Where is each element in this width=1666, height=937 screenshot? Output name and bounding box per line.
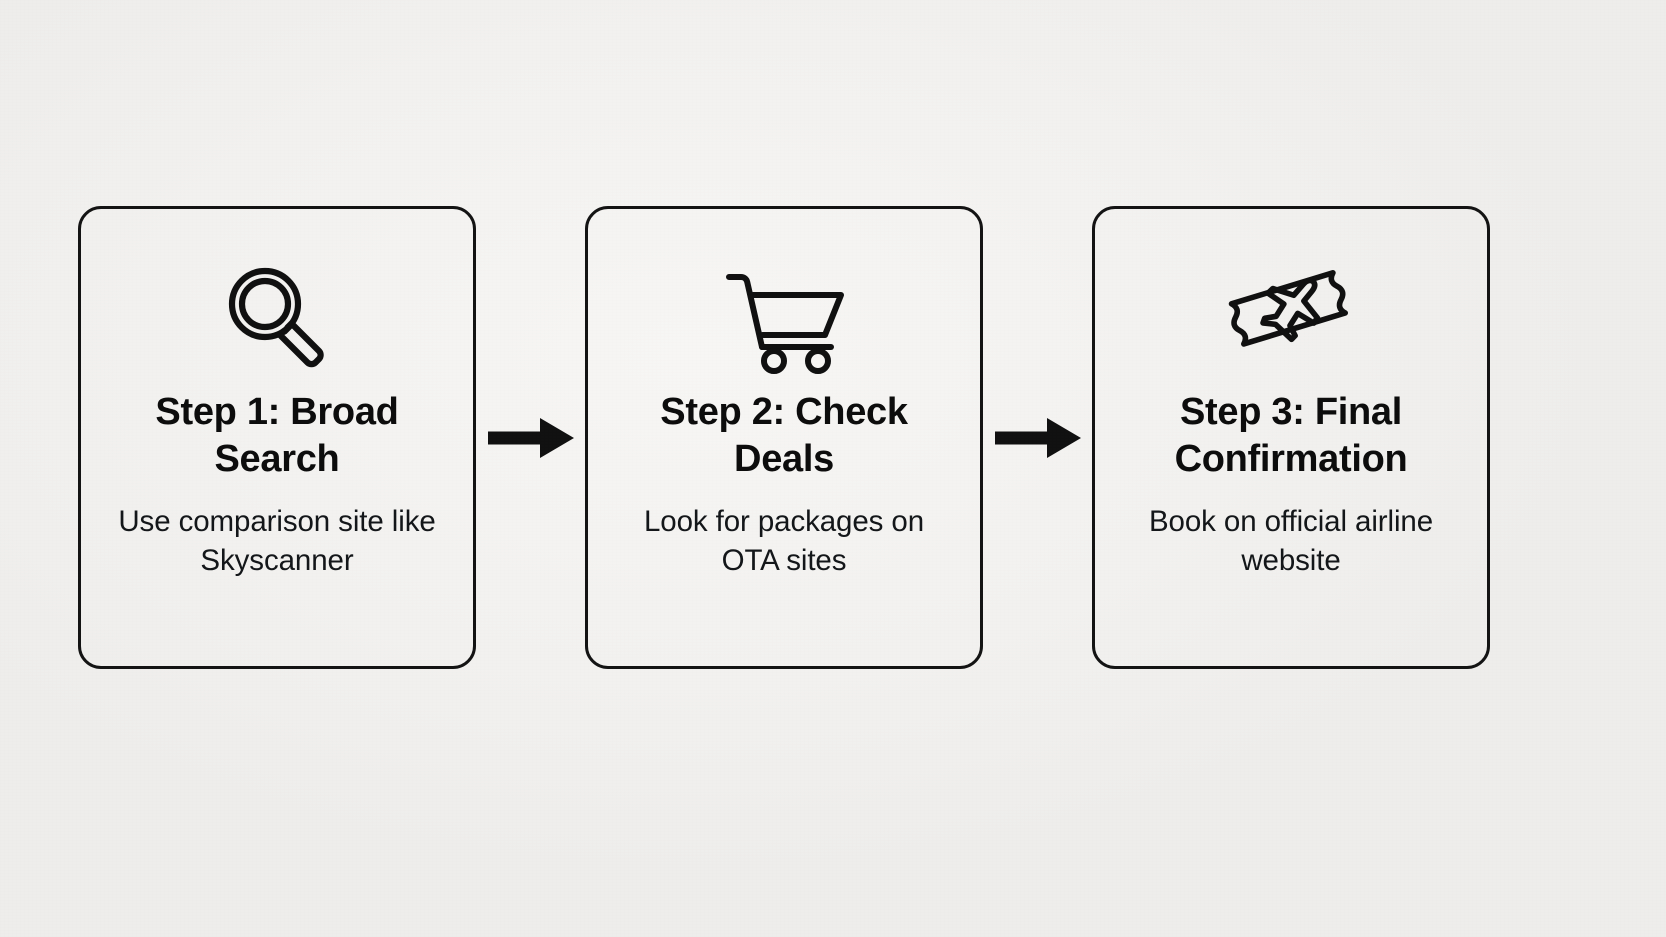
step-card-2[interactable]: Step 2: Check Deals Look for packages on… xyxy=(585,206,983,669)
step-description: Look for packages on OTA sites xyxy=(643,505,925,577)
step-card-1[interactable]: Step 1: Broad Search Use comparison site… xyxy=(78,206,476,669)
step-title: Step 1: Broad Search xyxy=(155,391,399,480)
step-title: Step 3: Final Confirmation xyxy=(1174,391,1408,480)
arrow-right-icon xyxy=(485,408,577,468)
magnifying-glass-icon xyxy=(215,255,339,383)
arrow-right-icon xyxy=(992,408,1084,468)
process-flow: Step 1: Broad Search Use comparison site… xyxy=(78,205,1490,670)
step-description: Book on official airline website xyxy=(1148,505,1434,577)
shopping-cart-icon xyxy=(719,255,849,383)
plane-ticket-icon xyxy=(1216,255,1366,383)
step-description: Use comparison site like Skyscanner xyxy=(118,505,436,577)
step-title: Step 2: Check Deals xyxy=(660,391,908,480)
step-card-3[interactable]: Step 3: Final Confirmation Book on offic… xyxy=(1092,206,1490,669)
